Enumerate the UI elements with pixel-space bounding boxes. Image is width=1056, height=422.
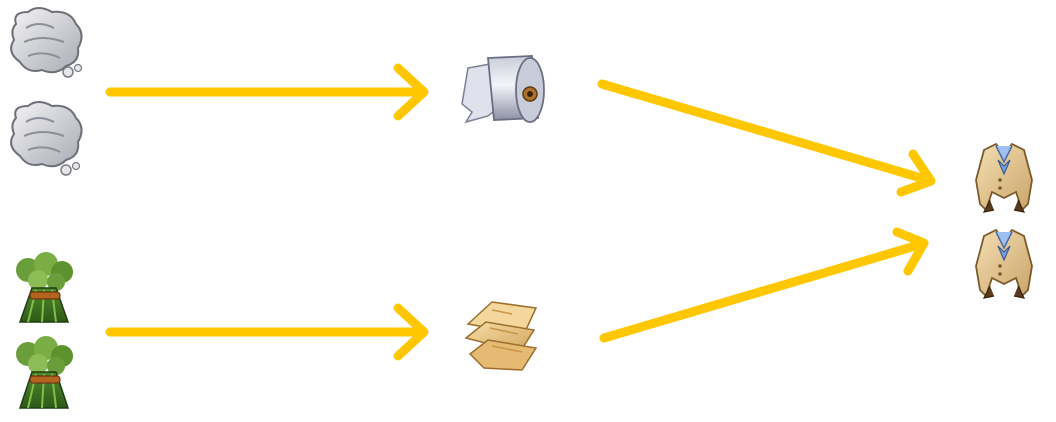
cloth-roll-icon	[461, 55, 545, 124]
flax-bundle-icon	[16, 336, 73, 409]
arrow-flax-to-linen	[105, 303, 429, 361]
tailcoat-icon	[975, 142, 1033, 213]
raw-cotton-icon	[10, 101, 83, 176]
flax-bundle-icon	[16, 252, 73, 323]
raw-cotton-icon	[10, 7, 83, 78]
arrow-cotton-to-cloth-roll	[105, 63, 429, 121]
linen-cloth-icon	[464, 301, 538, 371]
tailcoat-icon	[975, 228, 1033, 299]
arrow-linen-to-tailcoat	[599, 227, 929, 343]
arrow-cloth-roll-to-tailcoat	[597, 79, 936, 197]
